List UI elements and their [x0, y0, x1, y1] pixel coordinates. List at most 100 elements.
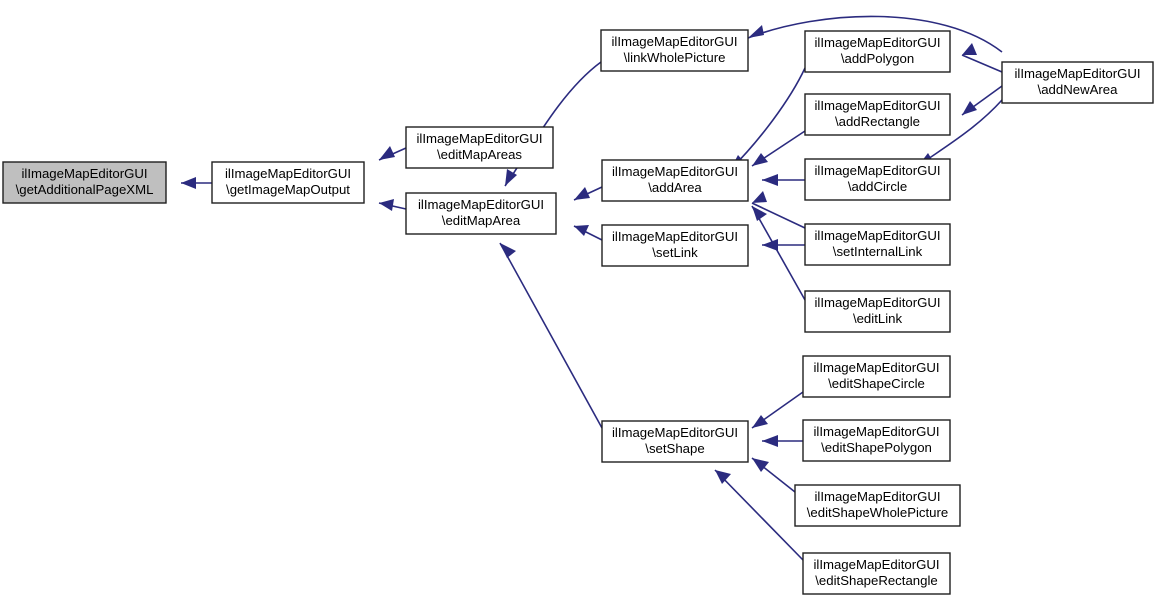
- edge-setLink-to-editMapArea: [573, 225, 603, 241]
- graph-node-setShape[interactable]: ilImageMapEditorGUI\setShape: [601, 420, 749, 463]
- node-box[interactable]: [804, 158, 951, 201]
- arrowhead-icon: [962, 43, 977, 55]
- edge-line: [729, 67, 806, 171]
- nodes-layer: ilImageMapEditorGUI\getAdditionalPageXML…: [2, 29, 1154, 595]
- graph-node-setInternalLink[interactable]: ilImageMapEditorGUI\setInternalLink: [804, 223, 951, 266]
- node-box[interactable]: [804, 223, 951, 266]
- graph-node-addArea[interactable]: ilImageMapEditorGUI\addArea: [601, 159, 749, 202]
- node-box[interactable]: [601, 420, 749, 463]
- node-label-line1: ilImageMapEditorGUI: [225, 166, 351, 181]
- arrowhead-icon: [379, 146, 395, 160]
- node-label-line2: \addArea: [648, 180, 702, 195]
- node-label-line2: \getAdditionalPageXML: [16, 182, 154, 197]
- graph-node-linkWholePicture[interactable]: ilImageMapEditorGUI\linkWholePicture: [600, 29, 749, 72]
- graph-node-setLink[interactable]: ilImageMapEditorGUI\setLink: [601, 224, 749, 267]
- edge-line: [747, 15, 1003, 53]
- node-box[interactable]: [804, 30, 951, 73]
- edge-setShape-to-editMapArea: [499, 242, 603, 429]
- graph-node-editMapArea[interactable]: ilImageMapEditorGUI\editMapArea: [405, 192, 557, 235]
- arrowhead-icon: [752, 415, 768, 428]
- edge-line: [504, 61, 602, 187]
- arrowhead-icon: [500, 243, 516, 258]
- graph-node-editShapeWholePicture[interactable]: ilImageMapEditorGUI\editShapeWholePictur…: [794, 484, 961, 527]
- edge-setInternalLink-to-addArea: [751, 191, 806, 229]
- edge-editShapePolygon-to-setShape: [762, 435, 803, 447]
- node-box[interactable]: [601, 159, 749, 202]
- graph-node-editShapePolygon[interactable]: ilImageMapEditorGUI\editShapePolygon: [802, 419, 951, 462]
- node-label-line1: ilImageMapEditorGUI: [814, 98, 940, 113]
- node-label-line1: ilImageMapEditorGUI: [814, 163, 940, 178]
- node-label-line2: \addCircle: [848, 179, 907, 194]
- node-box[interactable]: [405, 126, 554, 169]
- edge-setInternalLink-to-setLink: [762, 239, 805, 251]
- node-label-line1: ilImageMapEditorGUI: [814, 295, 940, 310]
- edge-editShapeCircle-to-setShape: [751, 391, 804, 429]
- graph-node-getImageMapOutput[interactable]: ilImageMapEditorGUI\getImageMapOutput: [211, 161, 365, 204]
- node-label-line2: \addPolygon: [841, 51, 914, 66]
- node-label-line2: \editShapeWholePicture: [807, 505, 948, 520]
- arrowhead-icon: [762, 435, 778, 447]
- node-box[interactable]: [804, 290, 951, 333]
- edge-editShapeRectangle-to-setShape: [714, 469, 804, 561]
- arrowhead-icon: [181, 177, 196, 189]
- node-box[interactable]: [804, 93, 951, 136]
- node-label-line2: \linkWholePicture: [624, 50, 726, 65]
- arrowhead-icon: [505, 169, 517, 186]
- graph-node-editMapAreas[interactable]: ilImageMapEditorGUI\editMapAreas: [405, 126, 554, 169]
- edge-addArea-to-editMapArea: [573, 186, 603, 201]
- node-label-line2: \addNewArea: [1038, 82, 1119, 97]
- graph-node-editLink[interactable]: ilImageMapEditorGUI\editLink: [804, 290, 951, 333]
- graph-node-addCircle[interactable]: ilImageMapEditorGUI\addCircle: [804, 158, 951, 201]
- node-label-line1: ilImageMapEditorGUI: [1014, 66, 1140, 81]
- arrowhead-icon: [379, 199, 394, 211]
- node-box[interactable]: [405, 192, 557, 235]
- node-label-line1: ilImageMapEditorGUI: [612, 229, 738, 244]
- graph-node-editShapeRectangle[interactable]: ilImageMapEditorGUI\editShapeRectangle: [802, 552, 951, 595]
- edge-addRectangle-to-addArea: [751, 130, 806, 167]
- arrowhead-icon: [752, 191, 767, 203]
- graph-node-getAdditionalPageXML[interactable]: ilImageMapEditorGUI\getAdditionalPageXML: [2, 161, 167, 204]
- node-label-line1: ilImageMapEditorGUI: [814, 489, 940, 504]
- node-label-line2: \editMapAreas: [437, 147, 522, 162]
- arrowhead-icon: [748, 25, 764, 38]
- node-box[interactable]: [601, 224, 749, 267]
- node-label-line2: \setInternalLink: [833, 244, 923, 259]
- edge-linkWholePicture-to-addNewArea: [747, 15, 1003, 53]
- arrowhead-icon: [752, 153, 768, 166]
- edge-getImageMapOutput-to-getAdditionalPageXML: [181, 177, 212, 189]
- node-box[interactable]: [802, 419, 951, 462]
- node-label-line2: \editMapArea: [442, 213, 521, 228]
- arrowhead-icon: [574, 225, 589, 236]
- graph-node-addPolygon[interactable]: ilImageMapEditorGUI\addPolygon: [804, 30, 951, 73]
- node-box[interactable]: [600, 29, 749, 72]
- node-box[interactable]: [211, 161, 365, 204]
- node-label-line2: \setLink: [652, 245, 698, 260]
- graph-node-editShapeCircle[interactable]: ilImageMapEditorGUI\editShapeCircle: [802, 355, 951, 398]
- node-box[interactable]: [802, 355, 951, 398]
- arrowhead-icon: [762, 174, 778, 186]
- edge-addNewArea-to-addPolygon: [961, 43, 1003, 73]
- node-box[interactable]: [794, 484, 961, 527]
- node-label-line1: ilImageMapEditorGUI: [814, 228, 940, 243]
- arrowhead-icon: [715, 470, 731, 484]
- graph-node-addNewArea[interactable]: ilImageMapEditorGUI\addNewArea: [1001, 61, 1154, 104]
- node-label-line2: \editShapeCircle: [828, 376, 925, 391]
- edge-editShapeWholePicture-to-setShape: [751, 457, 796, 493]
- edge-line: [714, 469, 804, 561]
- arrowhead-icon: [752, 458, 769, 472]
- edge-line: [751, 205, 806, 301]
- graph-node-addRectangle[interactable]: ilImageMapEditorGUI\addRectangle: [804, 93, 951, 136]
- node-box[interactable]: [1001, 61, 1154, 104]
- edge-editLink-to-setLink: [751, 205, 806, 301]
- node-label-line1: ilImageMapEditorGUI: [813, 360, 939, 375]
- node-label-line1: ilImageMapEditorGUI: [612, 164, 738, 179]
- edge-line: [751, 202, 806, 229]
- node-label-line1: ilImageMapEditorGUI: [611, 34, 737, 49]
- node-box[interactable]: [2, 161, 167, 204]
- node-label-line1: ilImageMapEditorGUI: [612, 425, 738, 440]
- edge-linkWholePicture-to-editMapArea: [504, 61, 602, 187]
- node-label-line2: \addRectangle: [835, 114, 920, 129]
- node-box[interactable]: [802, 552, 951, 595]
- node-label-line2: \editLink: [853, 311, 903, 326]
